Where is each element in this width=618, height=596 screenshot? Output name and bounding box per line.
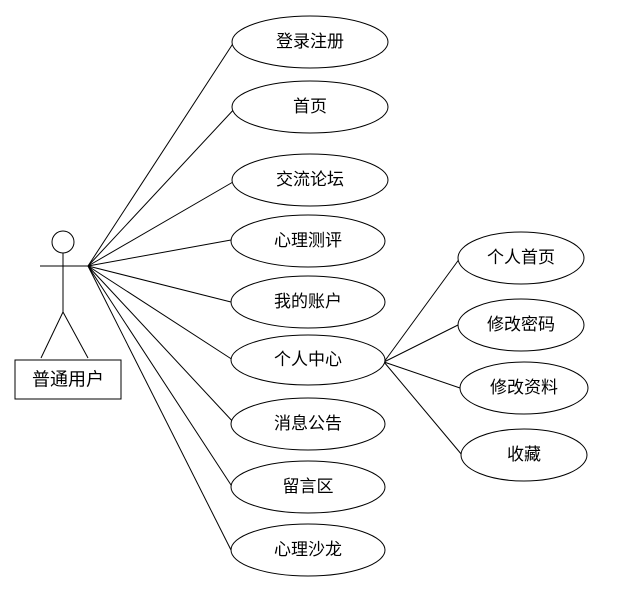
- assoc-psych-test: [87, 239, 232, 267]
- assoc-announcements: [87, 265, 236, 425]
- use-case-personal-center-label: 个人中心: [274, 350, 342, 370]
- use-case-change-password-shape: [457, 298, 585, 352]
- actor-associations: [87, 41, 238, 551]
- actor-right-leg: [62, 311, 89, 359]
- use-case-home: 首页: [231, 80, 389, 134]
- assoc-message-board: [87, 265, 234, 489]
- assoc-forum: [87, 181, 234, 267]
- use-case-psych-salon: 心理沙龙: [230, 523, 386, 577]
- use-case-message-board-label: 留言区: [283, 477, 334, 497]
- actor-label-box: 普通用户: [14, 359, 122, 400]
- assoc-change-password: [383, 324, 459, 363]
- use-case-personal-home: 个人首页: [457, 231, 585, 285]
- use-case-edit-profile-shape: [459, 361, 589, 415]
- use-case-message-board-shape: [230, 460, 386, 514]
- use-case-forum: 交流论坛: [231, 153, 389, 207]
- use-case-favorites: 收藏: [460, 428, 588, 482]
- use-case-forum-shape: [231, 153, 389, 207]
- actor-head: [51, 230, 75, 254]
- use-case-psych-test-shape: [230, 214, 386, 268]
- personal-center-associations: [383, 257, 463, 456]
- use-case-favorites-label: 收藏: [507, 445, 541, 465]
- use-case-personal-center: 个人中心: [230, 334, 386, 386]
- use-case-login-register-shape: [231, 15, 389, 69]
- actor-label: 普通用户: [32, 370, 104, 391]
- assoc-my-account: [87, 265, 232, 303]
- assoc-favorites: [383, 361, 463, 456]
- use-case-my-account: 我的账户: [230, 275, 386, 329]
- assoc-login-register: [87, 41, 235, 267]
- use-case-my-account-label: 我的账户: [274, 292, 342, 312]
- use-case-personal-center-shape: [230, 334, 386, 386]
- use-case-edit-profile: 修改资料: [459, 361, 589, 415]
- actor-left-leg: [40, 311, 64, 359]
- use-case-favorites-shape: [460, 428, 588, 482]
- use-case-announcements-label: 消息公告: [274, 414, 342, 434]
- use-case-announcements: 消息公告: [230, 397, 386, 451]
- use-case-home-shape: [231, 80, 389, 134]
- actor-figure: [40, 230, 89, 359]
- use-case-edit-profile-label: 修改资料: [490, 378, 558, 398]
- use-case-change-password: 修改密码: [457, 298, 585, 352]
- use-case-announcements-shape: [230, 397, 386, 451]
- use-case-psych-salon-shape: [230, 523, 386, 577]
- assoc-edit-profile: [383, 361, 461, 389]
- use-case-home-label: 首页: [293, 97, 327, 117]
- assoc-psych-salon: [87, 265, 232, 551]
- use-case-message-board: 留言区: [230, 460, 386, 514]
- use-case-login-register: 登录注册: [231, 15, 389, 69]
- assoc-personal-home: [383, 257, 461, 363]
- actor-label-frame: [14, 359, 122, 400]
- use-case-psych-test-label: 心理测评: [274, 231, 342, 251]
- use-case-login-register-label: 登录注册: [276, 32, 344, 52]
- use-case-personal-home-label: 个人首页: [487, 248, 555, 268]
- use-case-my-account-shape: [230, 275, 386, 329]
- assoc-home: [87, 105, 238, 267]
- use-case-psych-test: 心理测评: [230, 214, 386, 268]
- use-case-forum-label: 交流论坛: [276, 170, 344, 190]
- use-case-psych-salon-label: 心理沙龙: [274, 540, 342, 560]
- use-case-personal-home-shape: [457, 231, 585, 285]
- use-case-change-password-label: 修改密码: [487, 315, 555, 335]
- assoc-personal-center: [87, 265, 234, 361]
